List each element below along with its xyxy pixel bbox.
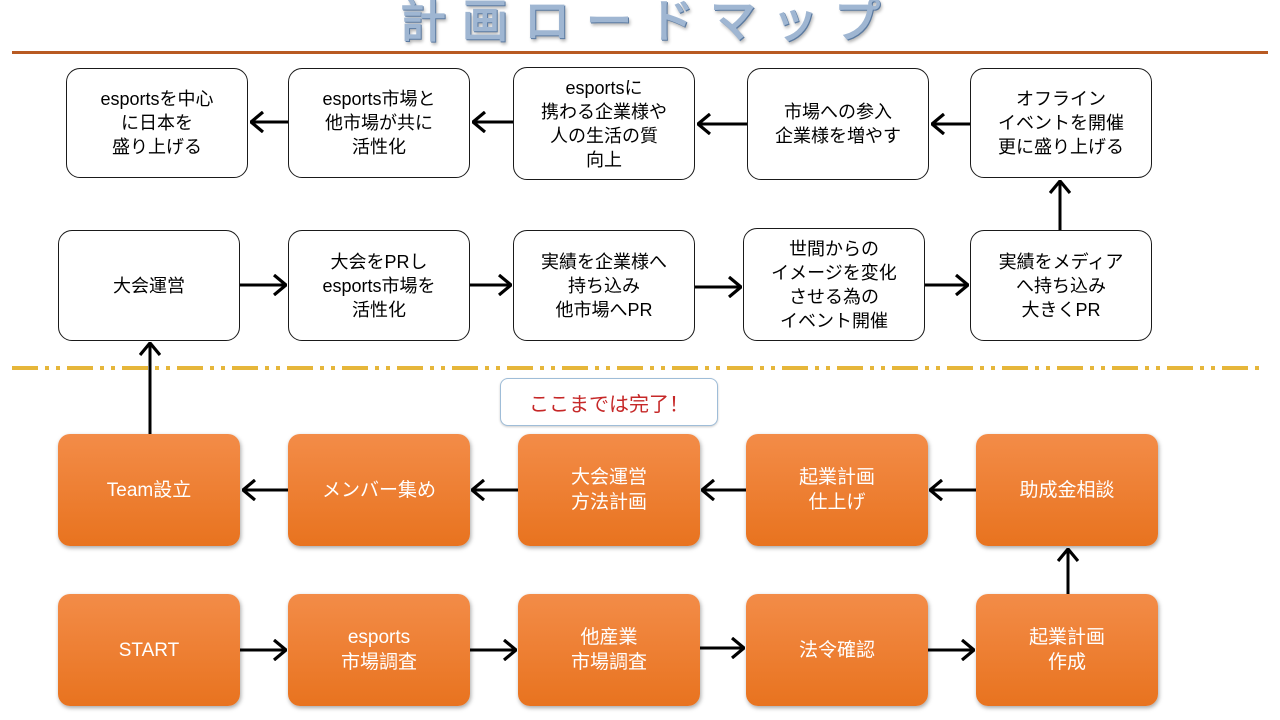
roadmap-box-text: esportsを中心 に日本を 盛り上げる <box>100 89 214 157</box>
roadmap-box-r2-1: 大会運営 <box>58 230 240 341</box>
roadmap-box-text: メンバー集め <box>321 479 436 501</box>
roadmap-box-text: オフライン イベントを開催 更に盛り上げる <box>998 89 1124 157</box>
roadmap-box-r2-2: 大会をPRし esports市場を 活性化 <box>288 230 470 341</box>
title-underline <box>12 51 1268 54</box>
roadmap-box-text: 大会運営 <box>113 275 185 296</box>
roadmap-box-text: 法令確認 <box>798 639 875 661</box>
roadmap-box-r2-3: 実績を企業様へ 持ち込み 他市場へPR <box>513 230 695 341</box>
roadmap-box-text: 起業計画 作成 <box>1028 627 1105 673</box>
roadmap-box-text: START <box>118 639 180 661</box>
roadmap-box-r3-2: メンバー集め <box>288 434 470 546</box>
roadmap-box-text: 実績をメディア へ持ち込み 大きくPR <box>998 251 1124 320</box>
roadmap-box-r1-4: 市場への参入 企業様を増やす <box>747 68 929 180</box>
roadmap-box-text: esports 市場調査 <box>340 627 417 673</box>
roadmap-box-r1-5: オフライン イベントを開催 更に盛り上げる <box>970 68 1152 178</box>
roadmap-box-text: esportsに 携わる企業様や 人の生活の質 向上 <box>541 77 667 170</box>
roadmap-box-text: Team設立 <box>106 479 192 501</box>
roadmap-box-text: 世間からの イメージを変化 させる為の イベント開催 <box>771 238 897 331</box>
roadmap-box-r4-3: 他産業 市場調査 <box>518 594 700 706</box>
roadmap-box-r4-4: 法令確認 <box>746 594 928 706</box>
roadmap-box-text: 実績を企業様へ 持ち込み 他市場へPR <box>541 251 667 320</box>
roadmap-box-r4-2: esports 市場調査 <box>288 594 470 706</box>
roadmap-box-r2-5: 実績をメディア へ持ち込み 大きくPR <box>970 230 1152 341</box>
slide-title: 計画ロードマップ <box>400 0 896 47</box>
roadmap-box-text: 大会をPRし esports市場を 活性化 <box>322 251 436 320</box>
roadmap-box-r3-5: 助成金相談 <box>976 434 1158 546</box>
roadmap-box-r4-5: 起業計画 作成 <box>976 594 1158 706</box>
roadmap-box-text: 助成金相談 <box>1019 479 1115 501</box>
roadmap-box-text: 大会運営 方法計画 <box>570 467 647 513</box>
completed-callout: ここまでは完了！ <box>500 378 718 426</box>
roadmap-box-r2-4: 世間からの イメージを変化 させる為の イベント開催 <box>743 228 925 341</box>
roadmap-box-text: 市場への参入 企業様を増やす <box>775 102 901 146</box>
roadmap-box-text: 起業計画 仕上げ <box>798 467 875 513</box>
roadmap-box-r1-3: esportsに 携わる企業様や 人の生活の質 向上 <box>513 67 695 180</box>
roadmap-box-r3-3: 大会運営 方法計画 <box>518 434 700 546</box>
roadmap-box-r3-4: 起業計画 仕上げ <box>746 434 928 546</box>
roadmap-box-text: 他産業 市場調査 <box>570 627 647 673</box>
roadmap-box-r1-2: esports市場と 他市場が共に 活性化 <box>288 68 470 178</box>
roadmap-box-text: esports市場と 他市場が共に 活性化 <box>322 89 436 157</box>
roadmap-box-r4-1: START <box>58 594 240 706</box>
completed-callout-text: ここまでは完了！ <box>529 393 689 416</box>
roadmap-box-r3-1: Team設立 <box>58 434 240 546</box>
roadmap-box-r1-1: esportsを中心 に日本を 盛り上げる <box>66 68 248 178</box>
